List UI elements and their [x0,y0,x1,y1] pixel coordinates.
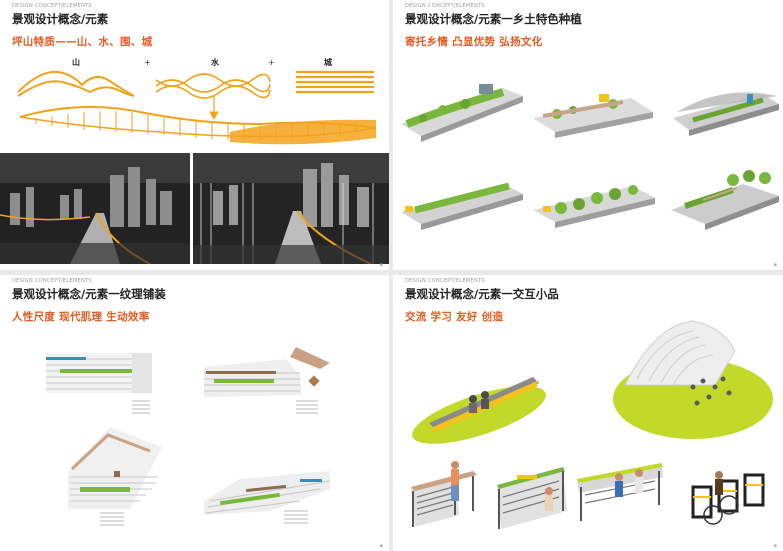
planting-model-renders [401,84,779,230]
mountain-line-icon [17,70,135,97]
down-arrow-icon [209,96,219,121]
concept-diagram [17,70,377,145]
panel-subtitle: 人性尺度 现代肌理 生动效率 [12,311,150,323]
planting-model-3 [673,92,779,136]
plus-sign: + [268,58,275,67]
panel-native-planting: DESIGN CONCEPT/ELEMENTS 景观设计概念/元素一乡土特色种植… [393,0,783,270]
interactive-stand-2 [497,467,567,529]
panel-title: 景观设计概念/元素一交互小品 [405,287,559,301]
city-render-photo [0,153,190,264]
panel-landscape-elements: DESIGN CONCEPT/ELEMENTS 景观设计概念/元素 坪山特质——… [0,0,389,270]
planting-model-4 [401,182,523,230]
planting-model-5 [533,185,655,228]
interactive-furniture-renders [411,320,773,529]
bike-rack [691,471,765,525]
paving-pattern-3 [68,427,162,526]
panel-title: 景观设计概念/元素 [12,12,109,26]
planting-model-2 [533,94,653,138]
page-footer-mark: ▪ [379,543,383,549]
paving-pattern-1 [46,353,152,414]
page-footer-mark: ▪ [773,262,777,268]
panel-subtitle: 交流 学习 友好 创造 [405,311,504,323]
mountain-label: 山 [72,58,80,67]
interactive-stand-3 [577,463,663,521]
panel-subtitle: 寄托乡情 凸显优势 弘扬文化 [405,36,543,48]
planting-model-1 [401,84,523,142]
bench-on-lawn [412,377,546,444]
panel-kicker: DESIGN CONCEPT/ELEMENTS [405,278,485,284]
plus-sign: + [144,58,151,67]
panel-kicker: DESIGN CONCEPT/ELEMENTS [405,3,485,9]
panel-title: 景观设计概念/元素一乡土特色种植 [405,12,582,26]
paving-pattern-4 [204,471,331,524]
interactive-stand-1 [411,461,477,527]
panel-texture-paving: DESIGN CONCEPT/ELEMENTS 景观设计概念/元素一纹理铺装 人… [0,275,389,551]
water-wave-icon [155,73,271,99]
dome-pavilion [613,320,773,439]
panel-kicker: DESIGN CONCEPT/ELEMENTS [12,278,92,284]
terrain-ribbon-fill [230,119,376,145]
panel-title: 景观设计概念/元素一纹理铺装 [12,287,166,301]
city-stripes-icon [296,70,374,94]
paving-pattern-diagrams [46,347,331,526]
planting-model-6 [671,170,779,230]
panel-kicker: DESIGN CONCEPT/ELEMENTS [12,3,92,9]
city-label: 城 [324,58,332,67]
paving-pattern-2 [204,347,330,414]
panel-subtitle: 坪山特质——山、水、围、城 [12,36,153,48]
page-footer-mark: ▪ [773,543,777,549]
water-label: 水 [211,58,219,67]
city-render-photo [193,153,389,264]
page-footer-mark: ▪ [379,262,383,268]
panel-interactive-features: DESIGN CONCEPT/ELEMENTS 景观设计概念/元素一交互小品 交… [393,275,783,551]
